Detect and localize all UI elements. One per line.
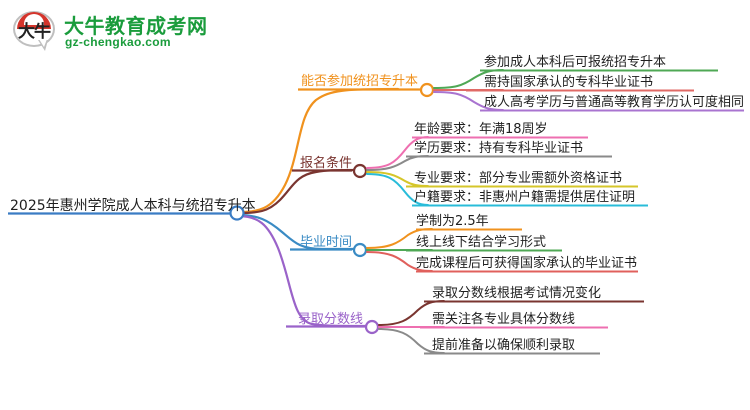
leaf-curve-2-4 — [366, 173, 429, 206]
leaf-label-1-2[interactable]: 需持国家承认的专科毕业证书 — [484, 75, 654, 90]
leaf-label-2-4[interactable]: 户籍要求：非惠州户籍需提供居住证明 — [414, 190, 636, 205]
speech-bubble-tail-inner — [39, 39, 47, 47]
leaf-curve-4-3 — [378, 328, 445, 354]
root-node-label[interactable]: 2025年惠州学院成人本科与统招专升本 — [10, 198, 256, 214]
branch-curve-2 — [236, 168, 362, 215]
branch-node-4 — [364, 319, 380, 335]
leaf-curve-1-3 — [433, 91, 504, 111]
brand-url: gz-chengkao.com — [65, 35, 171, 49]
logo-bubble-icon: 大牛 — [12, 10, 58, 54]
leaf-label-4-2[interactable]: 需关注各专业具体分数线 — [432, 312, 576, 327]
leaf-label-4-1[interactable]: 录取分数线根据考试情况变化 — [432, 286, 602, 301]
branch-curve-1 — [236, 87, 400, 214]
site-logo: 大牛 大牛教育成考网 gz-chengkao.com — [12, 8, 242, 56]
leaf-label-3-2[interactable]: 线上线下结合学习形式 — [416, 235, 547, 250]
logo-arc-inner — [24, 14, 44, 25]
leaf-label-1-1[interactable]: 参加成人本科后可报统招专升本 — [484, 55, 667, 70]
branch-label-1[interactable]: 能否参加统招专升本 — [301, 74, 419, 89]
branch-curve-4 — [236, 214, 374, 328]
leaf-label-2-2[interactable]: 学历要求：持有专科毕业证书 — [414, 141, 584, 156]
branch-label-4[interactable]: 录取分数线 — [298, 312, 364, 327]
leaf-label-4-3[interactable]: 提前准备以确保顺利录取 — [432, 338, 576, 353]
leaf-label-3-1[interactable]: 学制为2.5年 — [416, 214, 489, 229]
leaf-label-3-3[interactable]: 完成课程后可获得国家承认的毕业证书 — [416, 256, 638, 271]
leaf-label-1-3[interactable]: 成人高考学历与普通高等教育学历认可度相同 — [484, 95, 745, 110]
branch-label-3[interactable]: 毕业时间 — [300, 235, 353, 250]
root-node — [229, 205, 245, 221]
branch-node-3 — [352, 242, 368, 258]
branch-node-1 — [419, 82, 435, 98]
leaf-label-2-3[interactable]: 专业要求：部分专业需额外资格证书 — [414, 171, 623, 186]
branch-node-2 — [352, 163, 368, 179]
leaf-label-2-1[interactable]: 年龄要求：年满18周岁 — [414, 122, 548, 137]
brand-name-cn: 大牛教育成考网 — [64, 16, 208, 38]
branch-label-2[interactable]: 报名条件 — [300, 156, 353, 171]
logo-glyph-text: 大牛 — [18, 22, 51, 42]
